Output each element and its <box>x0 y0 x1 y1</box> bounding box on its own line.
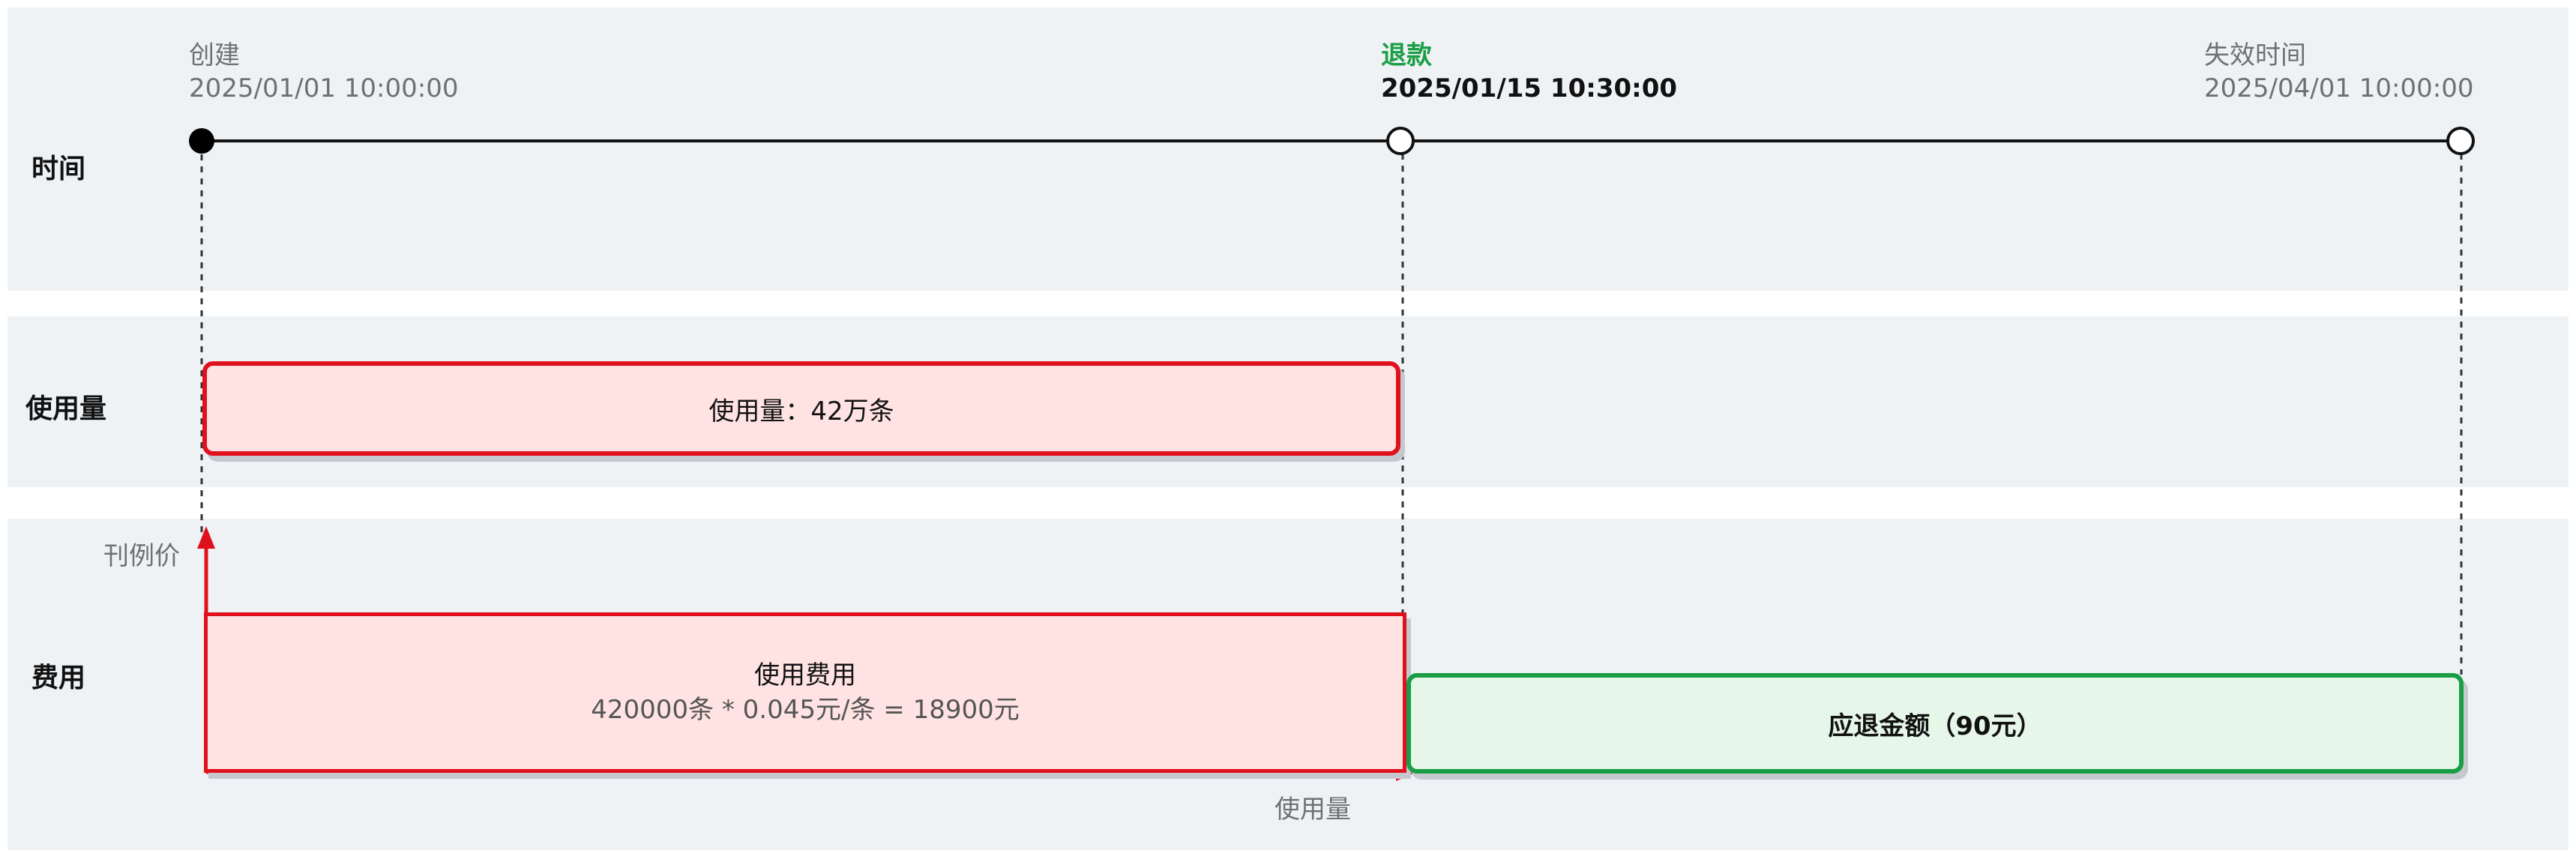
time-band <box>7 7 2569 291</box>
expire-marker <box>2446 127 2475 155</box>
price-axis-label: 刊例价 <box>103 541 180 571</box>
refund-datetime: 2025/01/15 10:30:00 <box>1381 73 1678 103</box>
refund-marker <box>1386 127 1415 155</box>
row-label-time: 时间 <box>31 154 86 184</box>
create-marker <box>189 128 214 154</box>
price-axis-arrowhead <box>197 526 215 549</box>
cost-box: 使用费用 420000条 * 0.045元/条 = 18900元 <box>204 612 1406 773</box>
usage-box-text: 使用量：42万条 <box>708 396 894 426</box>
refund-title: 退款 <box>1381 40 1432 70</box>
expire-title: 失效时间 <box>2204 40 2306 70</box>
usage-axis-label: 使用量 <box>1275 795 1351 825</box>
cost-box-formula: 420000条 * 0.045元/条 = 18900元 <box>591 695 1020 725</box>
refund-amount-box: 应退金额（90元） <box>1406 673 2464 774</box>
create-title: 创建 <box>189 40 240 70</box>
refund-amount-text: 应退金额（90元） <box>1828 711 2042 741</box>
create-datetime: 2025/01/01 10:00:00 <box>189 73 459 103</box>
row-label-usage: 使用量 <box>25 394 107 424</box>
cost-box-title: 使用费用 <box>754 660 856 690</box>
row-label-cost: 费用 <box>31 663 86 693</box>
usage-box: 使用量：42万条 <box>202 361 1400 456</box>
expire-datetime: 2025/04/01 10:00:00 <box>2204 73 2474 103</box>
